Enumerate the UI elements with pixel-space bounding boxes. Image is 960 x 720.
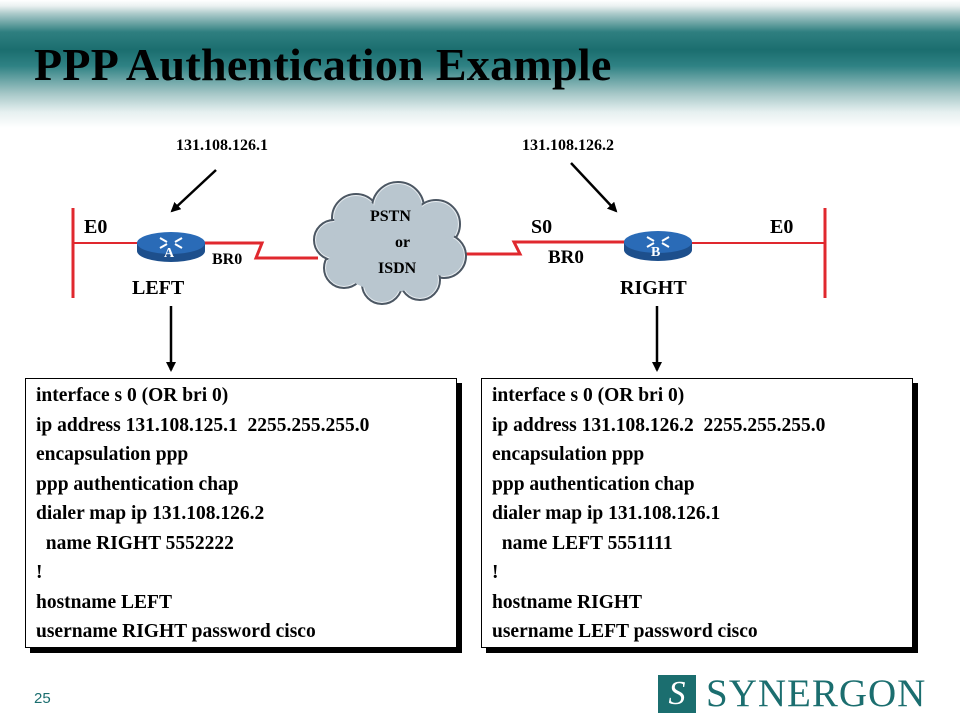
ip-left-label: 131.108.126.1: [176, 137, 268, 154]
left-router-name: LEFT: [132, 277, 185, 299]
config-line: name LEFT 5551111: [492, 532, 673, 554]
config-line: ip address 131.108.126.2 2255.255.255.0: [492, 414, 826, 436]
right-e0-label: E0: [770, 216, 794, 238]
ip-left-arrow: [170, 169, 217, 213]
config-line: hostname LEFT: [36, 591, 172, 613]
cloud-label-or: or: [395, 234, 411, 251]
cloud-label-pstn: PSTN: [370, 208, 411, 225]
config-line: username LEFT password cisco: [492, 621, 758, 642]
config-line: ppp authentication chap: [492, 473, 695, 495]
config-line: !: [492, 562, 499, 583]
title-banner: [0, 0, 960, 128]
right-router-name: RIGHT: [620, 277, 687, 299]
page-title: PPP Authentication Example: [34, 39, 612, 90]
ip-right-label: 131.108.126.2: [522, 137, 614, 154]
router-b-icon: [624, 231, 692, 261]
left-br0-label: BR0: [212, 251, 243, 268]
router-a-icon: [137, 232, 205, 262]
router-a-letter: A: [164, 246, 175, 261]
cloud-label-isdn: ISDN: [378, 260, 417, 277]
left-e0-label: E0: [84, 216, 108, 238]
synergon-logo: S SYNERGON: [658, 673, 948, 715]
router-b-letter: B: [651, 245, 661, 260]
right-config-box: interface s 0 (OR bri 0) ip address 131.…: [481, 378, 913, 648]
config-line: hostname RIGHT: [492, 591, 643, 613]
right-br0-label: BR0: [548, 247, 584, 268]
config-line: interface s 0 (OR bri 0): [492, 385, 685, 406]
ip-right-arrow: [570, 162, 618, 213]
left-config-box: interface s 0 (OR bri 0) ip address 131.…: [25, 378, 457, 648]
left-isdn-link: [202, 241, 318, 260]
logo-text: SYNERGON: [706, 672, 927, 715]
right-isdn-link: [452, 240, 628, 256]
logo-mark-icon: S: [658, 675, 696, 713]
config-line: encapsulation ppp: [36, 444, 189, 465]
config-line: dialer map ip 131.108.126.2: [36, 503, 265, 524]
config-line: name RIGHT 5552222: [36, 532, 234, 554]
config-line: ppp authentication chap: [36, 473, 239, 495]
slide-number: 25: [34, 690, 51, 707]
right-s0-label: S0: [531, 216, 553, 238]
config-line: dialer map ip 131.108.126.1: [492, 503, 721, 524]
config-line: ip address 131.108.125.1 2255.255.255.0: [36, 414, 370, 436]
config-line: username RIGHT password cisco: [36, 621, 316, 642]
config-line: interface s 0 (OR bri 0): [36, 385, 229, 406]
config-line: !: [36, 562, 43, 583]
pstn-isdn-cloud: [313, 181, 467, 305]
config-line: encapsulation ppp: [492, 444, 645, 465]
